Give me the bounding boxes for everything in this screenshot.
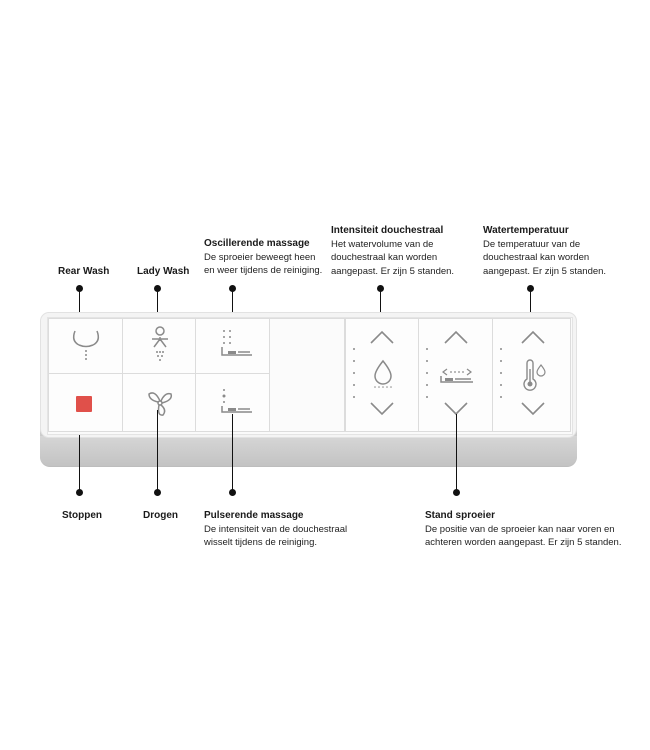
callout-dot [154, 489, 161, 496]
label-title: Intensiteit douchestraal [331, 225, 444, 236]
lady-wash-button[interactable] [122, 318, 196, 374]
level-dots-icon [353, 348, 355, 398]
label-title: Oscillerende massage [204, 238, 310, 249]
chevron-up-icon[interactable] [519, 329, 547, 345]
label-title: Lady Wash [137, 266, 190, 277]
label-description: De temperatuur van de douchestraal kan w… [483, 238, 607, 277]
label-title: Rear Wash [58, 266, 110, 277]
label-title: Stand sproeier [425, 510, 496, 521]
chevron-up-icon[interactable] [368, 329, 396, 345]
label-intensity: Intensiteit douchestraal Het watervolume… [331, 224, 454, 278]
callout-line [380, 289, 381, 324]
thermometer-icon [523, 359, 546, 391]
label-description: De positie van de sproeier kan naar vore… [425, 523, 622, 549]
callout-dot [527, 285, 534, 292]
blank-panel [269, 318, 345, 432]
callout-line [79, 289, 80, 324]
callout-dot [154, 285, 161, 292]
rear-wash-button[interactable] [48, 318, 123, 374]
label-nozzle-position: Stand sproeier De positie van de sproeie… [425, 509, 621, 550]
lady-wash-icon [152, 326, 168, 361]
nozzle-position-icon [440, 368, 473, 383]
callout-dot [229, 489, 236, 496]
label-stop: Stoppen [62, 509, 102, 523]
label-rear-wash: Rear Wash [58, 265, 109, 279]
water-drop-icon [374, 359, 392, 388]
nozzle-position-control [418, 318, 493, 432]
label-description: De intensiteit van de douchestraal wisse… [204, 523, 348, 549]
intensity-control [345, 318, 419, 432]
label-pulsating-massage: Pulserende massage De intensiteit van de… [204, 509, 347, 550]
chevron-up-icon[interactable] [442, 329, 470, 345]
stop-icon [76, 396, 92, 412]
label-description: Het watervolume van de douchestraal kan … [331, 238, 455, 277]
label-title: Pulserende massage [204, 510, 304, 521]
label-title: Drogen [143, 510, 178, 521]
callout-dot [76, 285, 83, 292]
level-dots-icon [500, 348, 502, 398]
callout-line [157, 289, 158, 324]
level-dots-icon [426, 348, 428, 398]
callout-dot [229, 285, 236, 292]
pulsating-massage-icon [221, 389, 252, 413]
oscillating-massage-icon [221, 330, 252, 356]
label-lady-wash: Lady Wash [137, 265, 189, 279]
chevron-down-icon[interactable] [519, 401, 547, 417]
temperature-control [492, 318, 571, 432]
callout-line [232, 289, 233, 324]
callout-line [232, 414, 233, 491]
fan-icon [148, 392, 173, 416]
stop-button[interactable] [48, 373, 123, 432]
label-water-temperature: Watertemperatuur De temperatuur van de d… [483, 224, 606, 278]
rear-wash-icon [72, 330, 100, 360]
label-oscillating-massage: Oscillerende massage De sproeier beweegt… [204, 237, 322, 278]
label-description: De sproeier beweegt heen en weer tijdens… [204, 251, 323, 277]
callout-line [157, 410, 158, 491]
label-dry: Drogen [143, 509, 178, 523]
callout-dot [377, 285, 384, 292]
label-title: Watertemperatuur [483, 225, 569, 236]
callout-line [79, 435, 80, 491]
chevron-down-icon[interactable] [368, 401, 396, 417]
oscillating-massage-button[interactable] [195, 318, 270, 374]
label-title: Stoppen [62, 510, 102, 521]
callout-line [530, 289, 531, 324]
callout-dot [453, 489, 460, 496]
callout-line [456, 414, 457, 491]
dry-button[interactable] [122, 373, 196, 432]
remote-control-edge [40, 436, 577, 466]
callout-dot [76, 489, 83, 496]
